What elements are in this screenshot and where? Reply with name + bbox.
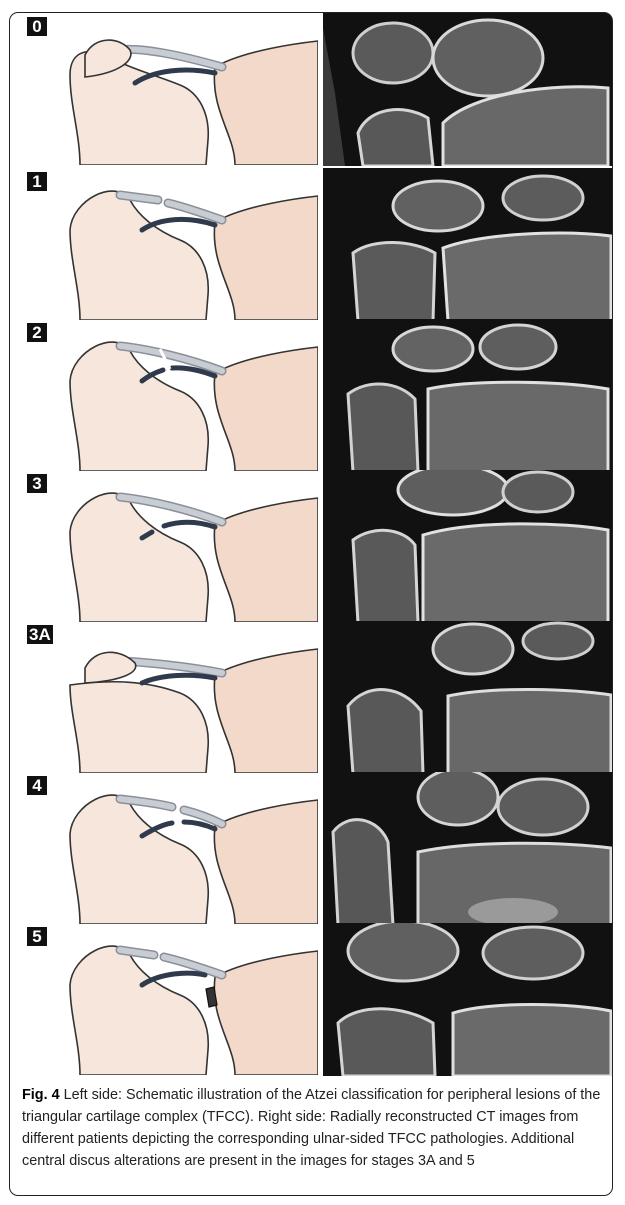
stage-label: 3A [27, 625, 53, 644]
figure-label: Fig. 4 [22, 1087, 60, 1103]
ct-image [323, 319, 613, 472]
stage-row-5: 5 [10, 923, 613, 1073]
ct-image [323, 621, 613, 774]
schematic-illustration [60, 321, 318, 471]
stage-label: 3 [27, 474, 47, 493]
schematic-illustration [60, 472, 318, 622]
stage-row-3: 3 [10, 470, 613, 619]
stage-row-2: 2 [10, 319, 613, 468]
ct-image [323, 772, 613, 925]
stage-label: 2 [27, 323, 47, 342]
stage-row-1: 1 [10, 168, 613, 317]
schematic-illustration [60, 15, 318, 165]
figure-caption: Fig. 4 Left side: Schematic illustration… [22, 1084, 612, 1172]
ct-image [323, 13, 613, 166]
stage-label: 4 [27, 776, 47, 795]
ct-image [323, 470, 613, 623]
schematic-illustration [60, 774, 318, 924]
schematic-illustration [60, 925, 318, 1075]
schematic-illustration [60, 170, 318, 320]
stage-label: 5 [27, 927, 47, 946]
ct-image [323, 168, 613, 321]
stage-label: 1 [27, 172, 47, 191]
stage-row-4: 4 [10, 772, 613, 921]
stage-label: 0 [27, 17, 47, 36]
schematic-illustration [60, 623, 318, 773]
figure-panel: 0 1 [9, 12, 613, 1196]
caption-text: Left side: Schematic illustration of the… [22, 1087, 600, 1169]
ct-image [323, 923, 613, 1076]
stage-row-3a: 3A [10, 621, 613, 770]
stage-row-0: 0 [10, 13, 613, 166]
